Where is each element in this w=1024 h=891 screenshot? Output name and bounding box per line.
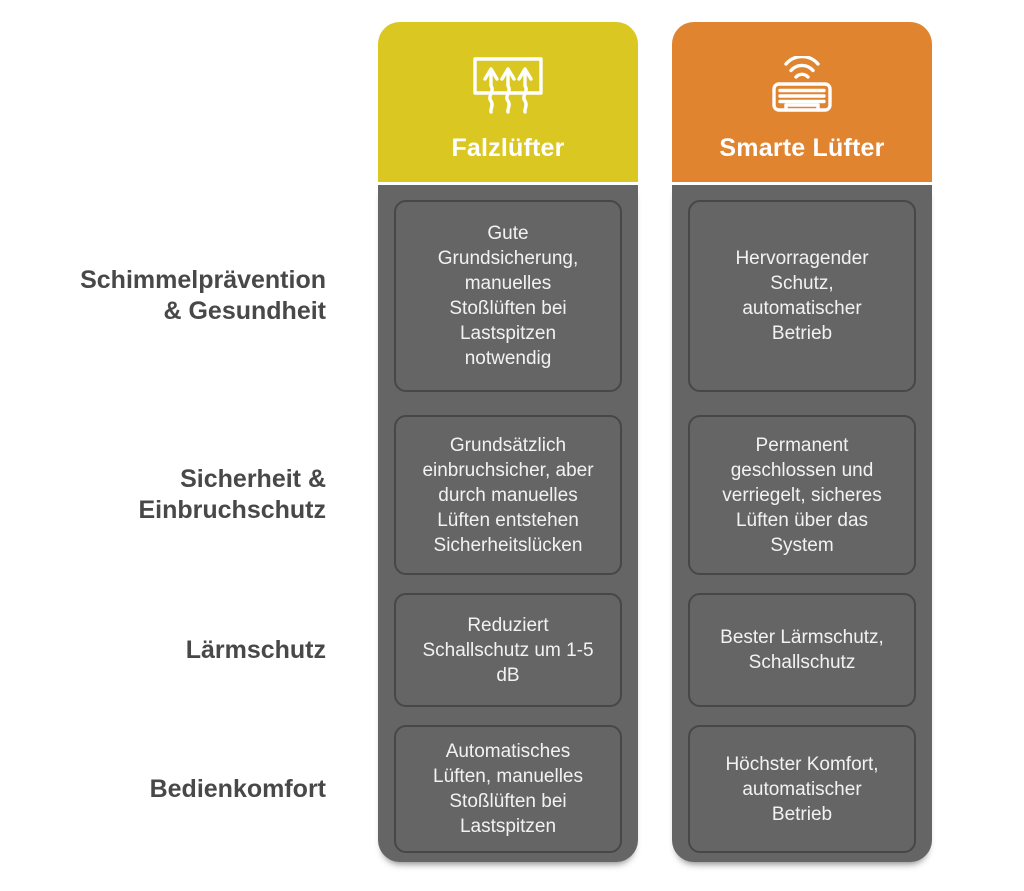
row-label-bedienkomfort: Bedienkomfort <box>149 774 326 803</box>
cell-falzluefter-sicherheit: Grundsätzlich einbruchsicher, aber durch… <box>394 415 622 575</box>
tilt-window-airflow-icon <box>471 56 545 118</box>
row-label-sicherheit-einbruchschutz: Sicherheit & Einbruchschutz <box>138 465 326 524</box>
cell-smarte-schimmelpraevention: Hervorragender Schutz, automatischer Bet… <box>688 200 916 392</box>
row-label-laermschutz: Lärmschutz <box>185 635 326 664</box>
column-title-smarte-luefter: Smarte Lüfter <box>719 134 885 162</box>
column-body-smarte-luefter: Hervorragender Schutz, automatischer Bet… <box>672 185 932 862</box>
column-body-falzluefter: Gute Grundsicherung, manuelles Stoßlüfte… <box>378 185 638 862</box>
cell-falzluefter-laermschutz: Reduziert Schallschutz um 1-5 dB <box>394 593 622 707</box>
smart-ventilation-unit-wifi-icon <box>767 56 837 118</box>
column-header-smarte-luefter: Smarte Lüfter <box>672 22 932 182</box>
column-smarte-luefter: Smarte Lüfter Hervorragender Schutz, aut… <box>672 22 932 862</box>
cell-smarte-laermschutz: Bester Lärmschutz, Schallschutz <box>688 593 916 707</box>
cell-smarte-bedienkomfort: Höchster Komfort, automatischer Betrieb <box>688 725 916 853</box>
column-falzluefter: Falzlüfter Gute Grundsicherung, manuelle… <box>378 22 638 862</box>
column-title-falzluefter: Falzlüfter <box>451 134 565 162</box>
cell-falzluefter-schimmelpraevention: Gute Grundsicherung, manuelles Stoßlüfte… <box>394 200 622 392</box>
row-label-schimmelpraevention-gesundheit: Schimmelprävention & Gesundheit <box>80 266 326 325</box>
cell-smarte-sicherheit: Permanent geschlossen und verriegelt, si… <box>688 415 916 575</box>
column-header-falzluefter: Falzlüfter <box>378 22 638 182</box>
cell-falzluefter-bedienkomfort: Automatisches Lüften, manuelles Stoßlüft… <box>394 725 622 853</box>
